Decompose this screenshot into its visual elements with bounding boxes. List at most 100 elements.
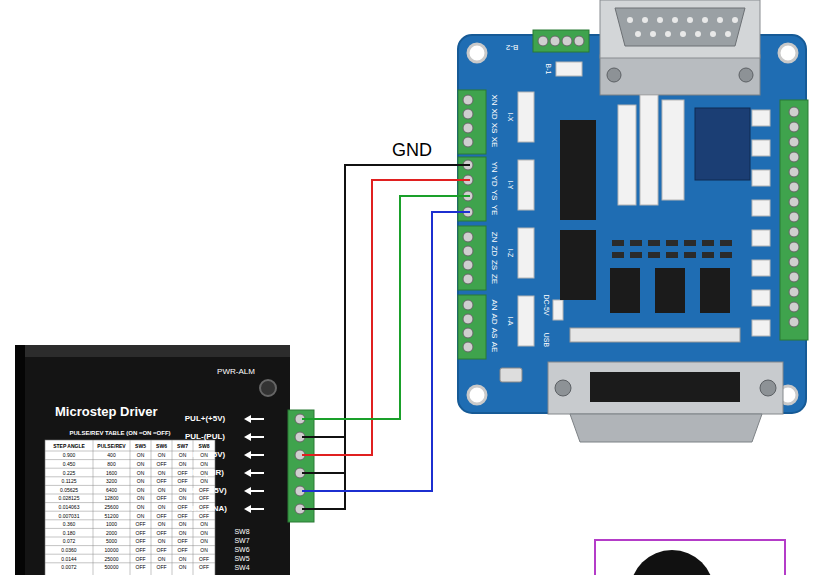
terminal-blocks: [780, 100, 808, 340]
table-header: PULSE/REV: [97, 443, 125, 448]
db25-connector-top: [702, 17, 708, 23]
terminal-blocks: [463, 95, 473, 352]
pulse-table: [45, 562, 215, 563]
table-cell: OFF: [178, 470, 188, 475]
table-cell: 0.900: [63, 453, 76, 458]
wires: [302, 165, 470, 509]
pulse-table: [45, 528, 215, 529]
connector-label: I-Z: [507, 249, 514, 258]
db25-connector-bottom: [548, 362, 783, 414]
terminal-blocks: [574, 36, 584, 46]
table-cell: ON: [179, 487, 187, 492]
pin-label: YE: [490, 205, 498, 216]
driver-body: [15, 345, 290, 357]
terminal-blocks: [463, 137, 473, 147]
table-cell: OFF: [199, 565, 209, 570]
terminal-blocks: [789, 302, 799, 312]
db25-connector-bottom: [760, 380, 776, 396]
table-cell: ON: [200, 479, 208, 484]
table-cell: 0.028125: [59, 496, 80, 501]
usb-port: [500, 368, 522, 382]
table-cell: ON: [158, 522, 166, 527]
table-cell: OFF: [157, 530, 167, 535]
switch-label: SW4: [234, 564, 249, 571]
table-cell: OFF: [157, 547, 167, 552]
chips: [612, 252, 624, 258]
db25-connector-top: [650, 31, 656, 37]
pin-label: YD: [490, 175, 498, 186]
table-cell: OFF: [157, 565, 167, 570]
terminal-blocks: [789, 212, 799, 222]
white-connectors: [752, 230, 770, 246]
white-connectors: [640, 95, 658, 205]
pulse-table: [45, 459, 215, 460]
terminal-label: B-2: [506, 43, 518, 51]
terminal-blocks: [463, 109, 473, 119]
table-cell: OFF: [178, 504, 188, 509]
table-cell: 25600: [105, 504, 119, 509]
table-cell: OFF: [199, 496, 209, 501]
table-cell: ON: [200, 547, 208, 552]
db25-connector-top: [600, 0, 760, 95]
chips: [700, 268, 730, 313]
white-connectors: [752, 200, 770, 216]
pin-arrows: [250, 436, 264, 438]
chips: [720, 252, 732, 258]
chips: [612, 240, 732, 258]
table-cell: 0.0072: [61, 565, 76, 570]
terminal-blocks: [789, 257, 799, 267]
table-cell: ON: [200, 522, 208, 527]
table-cell: ON: [158, 487, 166, 492]
driver-terminal-block: [288, 410, 314, 522]
motor-frame: [630, 550, 714, 575]
table-cell: ON: [137, 513, 145, 518]
pin-arrows: [250, 508, 264, 510]
table-cell: ON: [179, 496, 187, 501]
white-connectors: [752, 260, 770, 276]
table-cell: OFF: [136, 565, 146, 570]
db25-connector-top: [695, 31, 701, 37]
pin-arrows: [250, 490, 264, 492]
ground-label: GND: [390, 141, 434, 159]
terminal-blocks: [789, 122, 799, 132]
table-cell: 2000: [106, 530, 117, 535]
pin-label: ZS: [490, 260, 498, 270]
table-cell: ON: [137, 479, 145, 484]
chips: [560, 108, 750, 342]
table-cell: 0.0360: [61, 547, 76, 552]
pin-label: ZD: [490, 246, 498, 257]
db25-connector-top: [680, 31, 686, 37]
chips: [610, 268, 640, 313]
driver-terminal-block: [288, 410, 314, 522]
table-header: STEP ANGLE: [53, 443, 85, 448]
table-cell: OFF: [178, 547, 188, 552]
db25-connector-top: [627, 17, 738, 37]
white-connectors: [752, 170, 770, 186]
terminal-blocks: [458, 226, 486, 290]
terminal-blocks: [463, 274, 473, 284]
driver-body: [15, 348, 290, 575]
db25-connector-top: [725, 31, 731, 37]
table-header: SW6: [156, 443, 167, 448]
connector-label: I-A: [507, 317, 514, 326]
connector-label: I-X: [507, 113, 514, 122]
table-cell: 0.05625: [60, 487, 78, 492]
db25-connector-top: [739, 68, 753, 82]
db25-connector-top: [615, 8, 745, 46]
terminal-blocks: [789, 137, 799, 147]
pin-arrows: [244, 415, 251, 423]
table-cell: 0.0144: [61, 556, 76, 561]
switch-label: SW7: [234, 537, 249, 544]
chips: [560, 230, 596, 300]
terminal-blocks: [550, 36, 560, 46]
terminal-blocks: [463, 123, 473, 133]
table-cell: 51200: [105, 513, 119, 518]
switch-label: SW5: [234, 555, 249, 562]
pulse-table: [45, 485, 215, 486]
table-cell: 0.1125: [62, 479, 77, 484]
chips: [612, 240, 624, 246]
table-cell: ON: [158, 453, 166, 458]
terminal-blocks: [463, 328, 473, 338]
signal-name: PUL+(+5V): [185, 415, 225, 423]
white-connectors: [518, 228, 534, 278]
